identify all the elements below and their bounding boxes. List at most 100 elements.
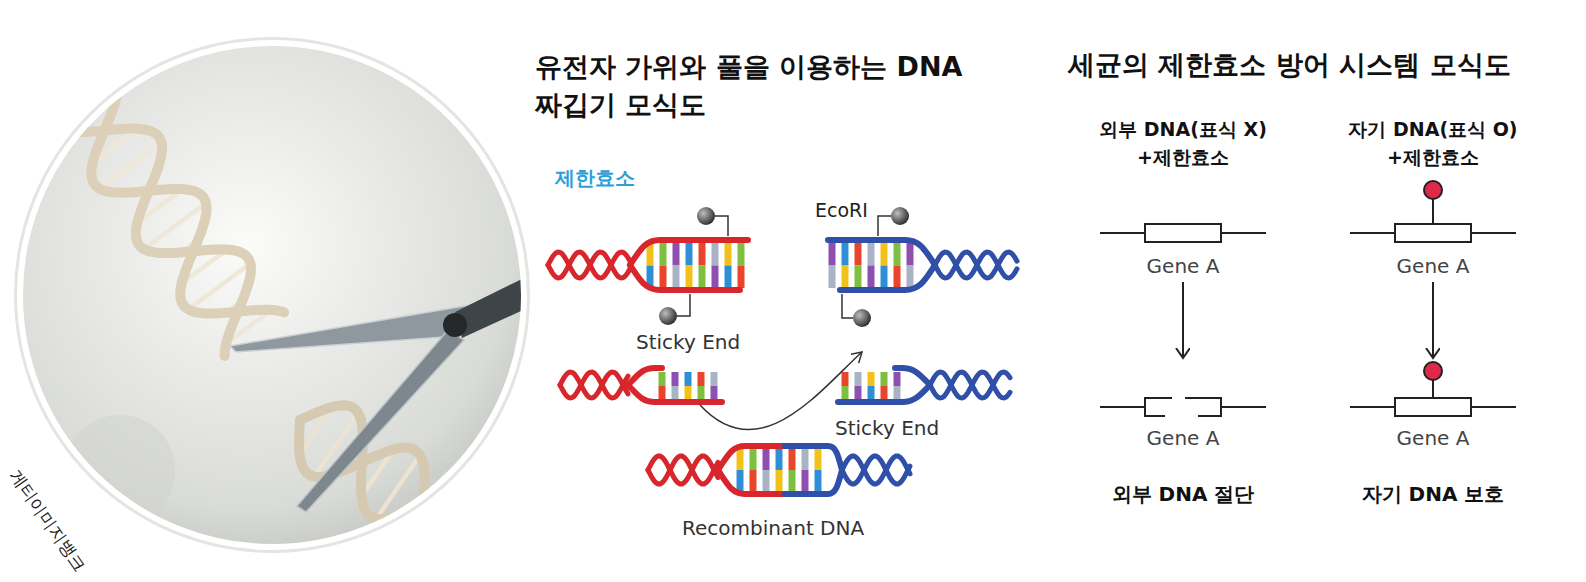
base-pair — [829, 243, 836, 266]
base-pair — [802, 449, 809, 470]
helix-strand — [842, 456, 910, 484]
enzyme-name: EcoRI — [815, 199, 868, 223]
base-pair — [660, 243, 667, 266]
base-pair — [738, 243, 745, 266]
helix-strand — [648, 456, 718, 484]
helix-strand — [930, 372, 1010, 398]
enzyme-ball — [659, 307, 677, 325]
gene-label: Gene A — [1397, 254, 1470, 278]
gene-node: Gene A — [1348, 222, 1518, 282]
base-pair — [868, 386, 875, 400]
base-pair — [894, 372, 901, 386]
end-label: Sticky End — [636, 330, 740, 355]
diagram-title: 세균의 제한효소 방어 시스템 모식도 — [1068, 48, 1511, 82]
base-pair — [855, 266, 862, 289]
photo-shadow — [14, 37, 530, 553]
base-pair — [712, 243, 719, 266]
base-pair — [855, 243, 862, 266]
base-pair — [672, 372, 679, 386]
dna-strand — [628, 368, 662, 385]
result-label: 자기 DNA 보호 — [1323, 482, 1543, 507]
helix-rung — [485, 534, 517, 581]
helix-strand — [60, 68, 284, 313]
dna-strand — [785, 446, 842, 470]
column-header: 외부 DNA(표식 X) +제한효소 — [1078, 116, 1288, 171]
base-pair — [881, 266, 888, 289]
scissor-pivot — [443, 313, 467, 337]
photo-content — [47, 68, 545, 582]
base-pair — [829, 266, 836, 289]
enzyme-ball — [891, 207, 909, 225]
base-pair — [698, 372, 705, 386]
methyl-stem — [1432, 199, 1434, 224]
base-pair — [894, 266, 901, 289]
base-pair — [711, 386, 718, 400]
scissor-blade — [230, 305, 470, 352]
base-pair — [881, 372, 888, 386]
base-pair — [789, 449, 796, 470]
base-pair — [725, 243, 732, 266]
dna-strand — [630, 240, 748, 265]
gene-label: Gene A — [1147, 426, 1220, 450]
helix-rung — [423, 492, 455, 539]
base-pair — [750, 470, 757, 491]
base-pair — [842, 386, 849, 400]
enzyme-pointer — [677, 294, 690, 316]
base-pair — [815, 470, 822, 491]
dna-strand — [718, 446, 785, 470]
helix-strand — [300, 405, 498, 582]
watermark: 게티이미지뱅크 — [5, 466, 91, 576]
gene-node: Gene A — [1348, 358, 1518, 454]
base-pair — [659, 372, 666, 386]
enzyme-pointer — [878, 216, 891, 236]
gene-label: Gene A — [1147, 254, 1220, 278]
blurred-dna — [65, 415, 175, 525]
base-pair — [855, 372, 862, 386]
base-pair — [699, 243, 706, 266]
dna-strand — [895, 368, 930, 385]
helix-strand — [299, 420, 542, 561]
base-pair — [763, 449, 770, 470]
scissor-handle — [455, 270, 545, 338]
product-label: Recombinant DNA — [682, 516, 864, 541]
base-pair — [815, 449, 822, 470]
dna-strand — [630, 265, 740, 290]
enzyme-pointer — [842, 294, 853, 318]
enzyme-ball — [853, 309, 871, 327]
base-pair — [738, 266, 745, 289]
base-pair — [789, 470, 796, 491]
base-pair — [776, 470, 783, 491]
dna-strand — [785, 470, 842, 494]
base-pair — [659, 386, 666, 400]
gene-node: Gene A — [1098, 222, 1268, 282]
base-pair — [686, 266, 693, 289]
helix-strand — [935, 252, 1017, 278]
scissor-blade — [297, 330, 464, 512]
result-label: 외부 DNA 절단 — [1073, 482, 1293, 507]
base-pair — [673, 243, 680, 266]
base-pair — [712, 266, 719, 289]
base-pair — [907, 266, 914, 289]
helix-strand — [548, 252, 630, 278]
base-pair — [894, 386, 901, 400]
base-pair — [868, 266, 875, 289]
base-pair — [672, 386, 679, 400]
methyl-stem — [1432, 380, 1434, 398]
helix-strand — [560, 372, 628, 398]
base-pair — [855, 386, 862, 400]
gene-symbol — [1395, 398, 1471, 416]
cut-gene-symbol — [1100, 398, 1266, 416]
helix-strand — [648, 456, 718, 484]
base-pair — [842, 266, 849, 289]
base-pair — [737, 470, 744, 491]
base-pair — [842, 372, 849, 386]
end-label: Sticky End — [835, 416, 939, 441]
base-pair — [776, 449, 783, 470]
gene-symbol — [1145, 224, 1221, 242]
gene-symbol — [1395, 224, 1471, 242]
process-arrow — [1432, 282, 1434, 358]
base-pair — [673, 266, 680, 289]
